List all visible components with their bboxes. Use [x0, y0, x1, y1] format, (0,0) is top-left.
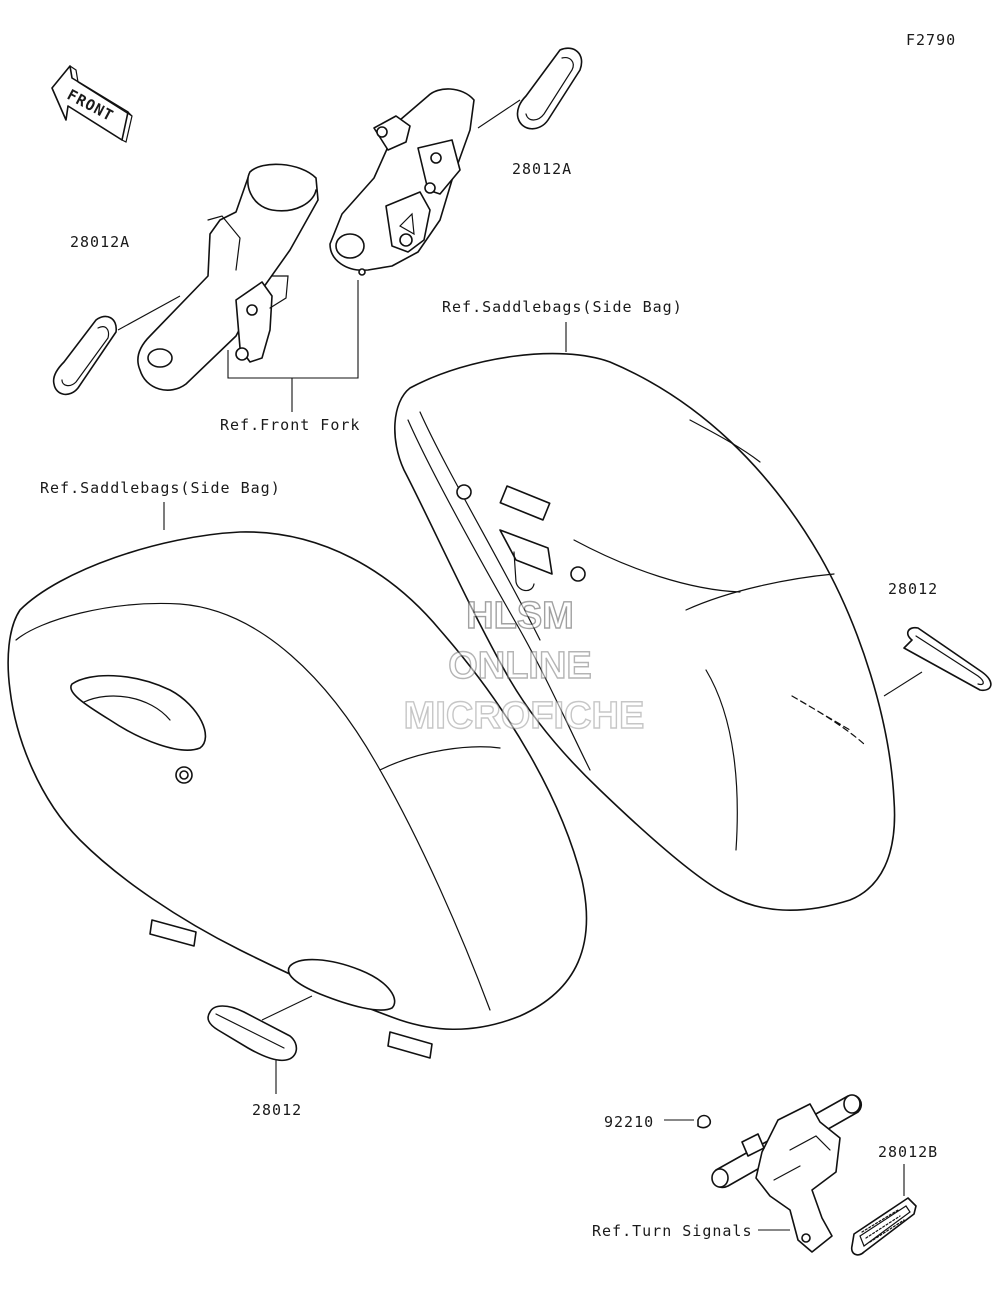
front-fork-right	[329, 88, 475, 276]
reflector-28012a-left: 28012A	[52, 233, 181, 396]
front-arrow-icon: FRONT	[51, 65, 133, 143]
callout-28012a-right: 28012A	[512, 160, 572, 178]
saddlebag-right: Ref.Saddlebags(Side Bag)	[394, 298, 896, 911]
reflector-28012b: 28012B	[850, 1143, 938, 1256]
callout-28012-right: 28012	[888, 580, 938, 598]
watermark-line-1: HLSM	[466, 595, 574, 637]
callout-28012a-left: 28012A	[70, 233, 130, 251]
rear-bracket-assembly: 92210 Ref.Turn Signals	[592, 1094, 863, 1253]
reflector-28012a-right: 28012A	[477, 47, 583, 178]
ref-saddlebag-left: Ref.Saddlebags(Side Bag)	[40, 479, 281, 497]
watermark-line-3: MICROFICHE	[404, 695, 645, 737]
front-fork-leader: Ref.Front Fork	[220, 280, 360, 434]
reflector-28012-left: 28012	[207, 995, 313, 1119]
callout-28012b: 28012B	[878, 1143, 938, 1161]
ref-saddlebag-right: Ref.Saddlebags(Side Bag)	[442, 298, 683, 316]
front-fork-left	[137, 163, 319, 391]
watermark: HLSM ONLINE MICROFICHE	[403, 594, 645, 737]
callout-92210: 92210	[604, 1113, 654, 1131]
watermark-line-2: ONLINE	[448, 645, 592, 687]
saddlebag-left: Ref.Saddlebags(Side Bag)	[7, 479, 588, 1059]
reflector-28012-right: 28012	[883, 580, 992, 697]
callout-28012-left: 28012	[252, 1101, 302, 1119]
diagram-code: F2790	[906, 31, 956, 49]
ref-turn-signals: Ref.Turn Signals	[592, 1222, 753, 1240]
ref-front-fork: Ref.Front Fork	[220, 416, 360, 434]
